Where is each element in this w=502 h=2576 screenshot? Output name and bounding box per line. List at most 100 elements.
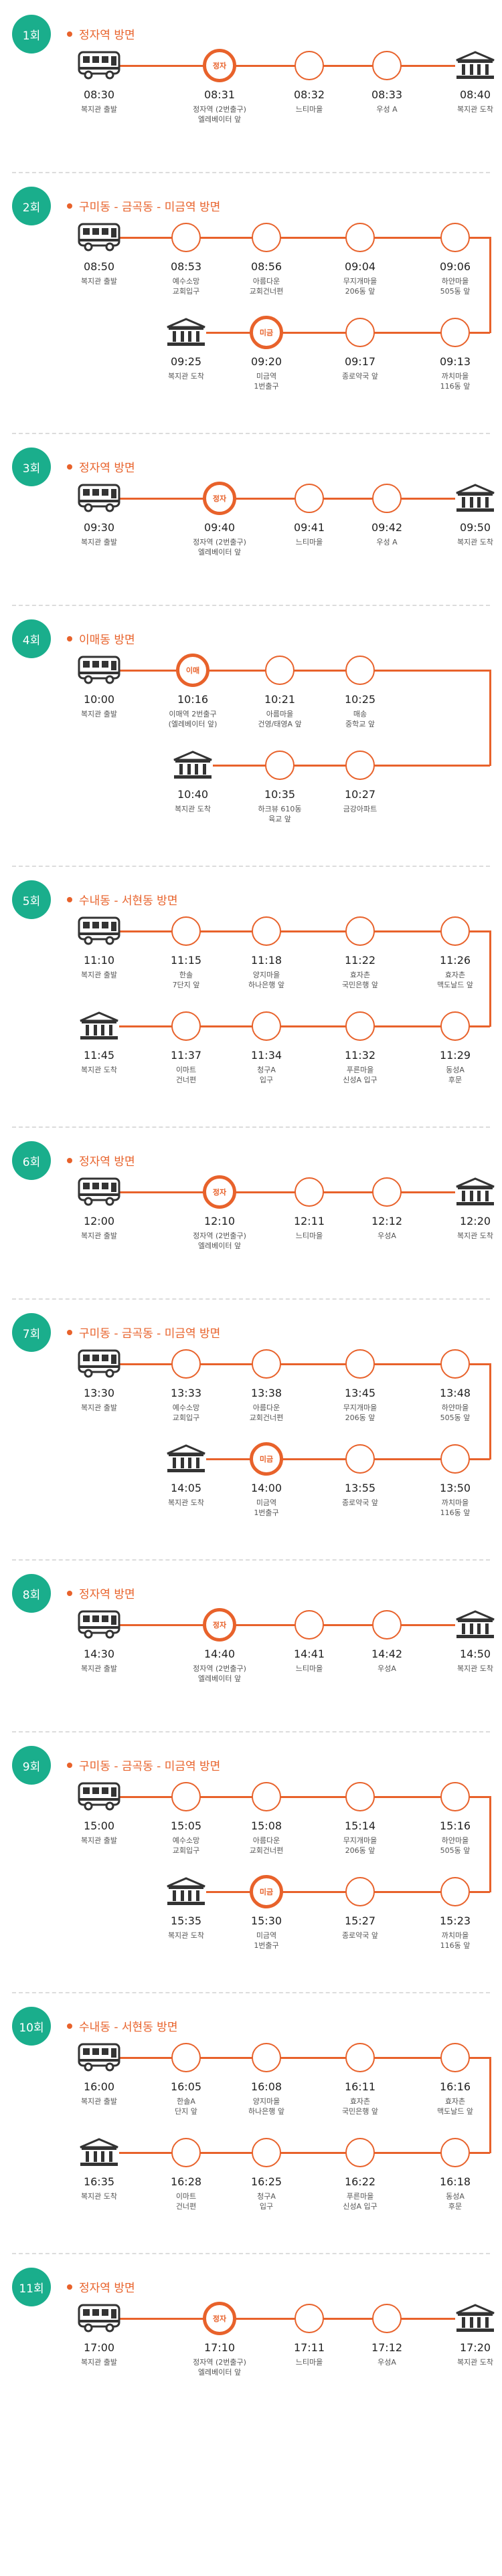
stop-marker[interactable] xyxy=(345,2043,375,2072)
stop-marker[interactable] xyxy=(345,751,375,780)
stop-time: 13:33 xyxy=(170,1387,202,1399)
stop-time: 16:28 xyxy=(170,2175,202,2188)
major-stop-marker[interactable]: 미금 xyxy=(250,316,283,349)
stop-label: 복지관 도착 xyxy=(167,372,205,381)
stop-marker[interactable] xyxy=(372,2304,402,2333)
route-title: 구미동 - 금곡동 - 미금역 방면 xyxy=(67,1757,220,1773)
bus-icon xyxy=(78,1177,120,1207)
stop-marker[interactable] xyxy=(295,484,324,513)
stop-time: 15:16 xyxy=(439,1819,471,1832)
stop-label: 느티마을 xyxy=(295,2358,323,2367)
stop-marker[interactable] xyxy=(345,656,375,685)
route-title-text: 구미동 - 금곡동 - 미금역 방면 xyxy=(79,201,221,214)
stop-marker[interactable] xyxy=(345,318,375,347)
stop-marker[interactable] xyxy=(295,1177,324,1207)
stop-marker[interactable] xyxy=(252,223,281,252)
stop-marker[interactable] xyxy=(372,484,402,513)
stop-label: 양지마을 하나은행 앞 xyxy=(248,2097,285,2116)
route-title: 정자역 방면 xyxy=(67,458,135,475)
stop-marker[interactable] xyxy=(345,223,375,252)
stop-time: 14:42 xyxy=(371,1648,403,1660)
stop-label: 효자촌 국민은행 앞 xyxy=(341,971,379,989)
stop-label: 아름다운 교회건너편 xyxy=(249,1403,284,1422)
route-line xyxy=(119,930,490,932)
stop-marker[interactable] xyxy=(252,2043,281,2072)
stop-time: 09:42 xyxy=(371,521,403,534)
route-line xyxy=(489,1363,491,1460)
stop-marker[interactable] xyxy=(171,916,201,946)
section-divider xyxy=(12,1992,490,1993)
bullet-dot xyxy=(67,203,72,209)
stop-marker[interactable] xyxy=(295,1610,324,1640)
major-stop-marker[interactable]: 정자 xyxy=(203,2302,236,2335)
stop-label: 정자역 (2번출구) 엘레베이터 앞 xyxy=(193,2358,246,2377)
stop-marker[interactable] xyxy=(171,2138,201,2167)
stop-marker[interactable] xyxy=(440,2138,470,2167)
stop-marker[interactable] xyxy=(252,1011,281,1041)
stop-marker[interactable] xyxy=(252,2138,281,2167)
building-icon xyxy=(454,1610,497,1640)
bus-icon xyxy=(78,1782,120,1811)
stop-marker[interactable] xyxy=(440,1011,470,1041)
major-stop-marker[interactable]: 이매 xyxy=(176,654,210,687)
stop-marker[interactable] xyxy=(171,1011,201,1041)
stop-marker[interactable] xyxy=(440,1782,470,1811)
stop-marker[interactable] xyxy=(345,1011,375,1041)
stop-label: 우성 A xyxy=(376,538,398,547)
stop-marker[interactable] xyxy=(372,51,402,80)
stop-time: 11:18 xyxy=(250,954,282,967)
stop-label: 동성A 후문 xyxy=(446,2192,465,2211)
bus-icon xyxy=(78,484,120,513)
stop-marker[interactable] xyxy=(440,2043,470,2072)
stop-marker[interactable] xyxy=(440,318,470,347)
stop-marker[interactable] xyxy=(345,1349,375,1379)
stop-marker[interactable] xyxy=(295,2304,324,2333)
major-stop-marker[interactable]: 미금 xyxy=(250,1442,283,1476)
stop-marker[interactable] xyxy=(252,916,281,946)
stop-marker[interactable] xyxy=(171,223,201,252)
stop-marker[interactable] xyxy=(345,1444,375,1474)
stop-label: 무지개마을 206동 앞 xyxy=(343,277,378,296)
stop-marker[interactable] xyxy=(440,1349,470,1379)
major-stop-marker[interactable]: 미금 xyxy=(250,1875,283,1908)
stop-marker[interactable] xyxy=(372,1610,402,1640)
bullet-dot xyxy=(67,636,72,641)
stop-marker[interactable] xyxy=(345,1877,375,1906)
major-stop-marker[interactable]: 정자 xyxy=(203,1175,236,1209)
stop-marker[interactable] xyxy=(171,2043,201,2072)
major-stop-marker[interactable]: 정자 xyxy=(203,482,236,515)
stop-marker[interactable] xyxy=(345,2138,375,2167)
stop-marker[interactable] xyxy=(440,1877,470,1906)
stop-time: 16:00 xyxy=(83,2080,115,2093)
stop-marker[interactable] xyxy=(265,656,295,685)
stop-marker[interactable] xyxy=(265,751,295,780)
stop-label: 느티마을 xyxy=(295,1664,323,1673)
stop-label: 우성 A xyxy=(376,105,398,114)
stop-label: 청구A 입구 xyxy=(257,1066,276,1084)
stop-time: 12:00 xyxy=(83,1215,115,1227)
stop-marker[interactable] xyxy=(252,1349,281,1379)
stop-marker[interactable] xyxy=(171,1782,201,1811)
stop-marker[interactable] xyxy=(252,1782,281,1811)
stop-marker[interactable] xyxy=(345,1782,375,1811)
stop-time: 12:12 xyxy=(371,1215,403,1227)
stop-label: 미금역 1번출구 xyxy=(254,1931,279,1950)
major-stop-marker[interactable]: 정자 xyxy=(203,1608,236,1642)
stop-marker[interactable] xyxy=(440,916,470,946)
route-line xyxy=(489,670,491,766)
stop-marker[interactable] xyxy=(440,223,470,252)
stop-time: 10:27 xyxy=(344,788,376,801)
round-badge: 4회 xyxy=(12,619,51,658)
stop-marker[interactable] xyxy=(295,51,324,80)
major-stop-marker[interactable]: 정자 xyxy=(203,49,236,82)
stop-marker[interactable] xyxy=(171,1349,201,1379)
stop-label: 복지관 출발 xyxy=(80,538,118,547)
stop-marker[interactable] xyxy=(345,916,375,946)
stop-time: 16:11 xyxy=(344,2080,376,2093)
stop-marker[interactable] xyxy=(372,1177,402,1207)
stop-marker[interactable] xyxy=(440,1444,470,1474)
route-line xyxy=(489,930,491,1027)
building-icon xyxy=(454,2304,497,2333)
